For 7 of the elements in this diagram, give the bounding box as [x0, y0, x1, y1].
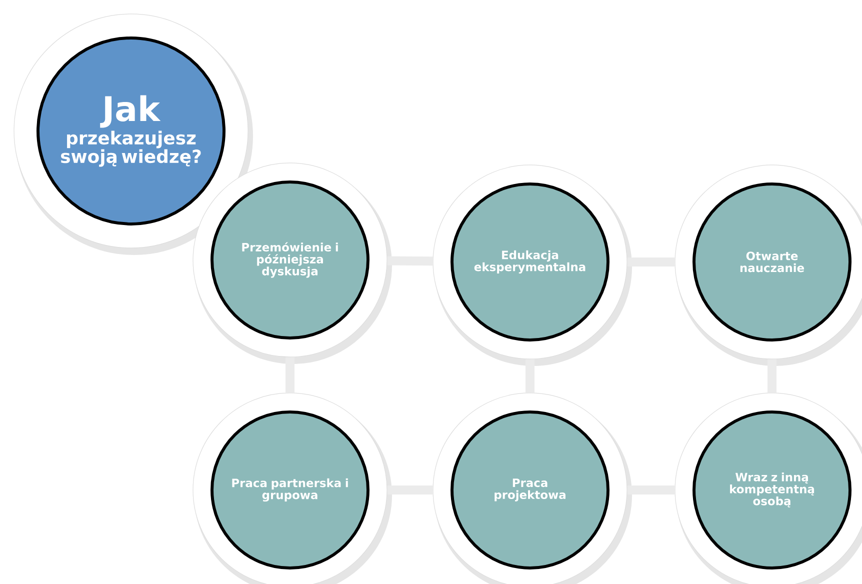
connector-bar: [387, 256, 433, 266]
connector-bar: [627, 257, 675, 266]
connector-bar: [768, 359, 777, 393]
connector-bar: [286, 357, 294, 393]
connector-bar: [387, 485, 433, 494]
connector-bar: [627, 485, 675, 494]
connector-bar: [526, 359, 534, 393]
